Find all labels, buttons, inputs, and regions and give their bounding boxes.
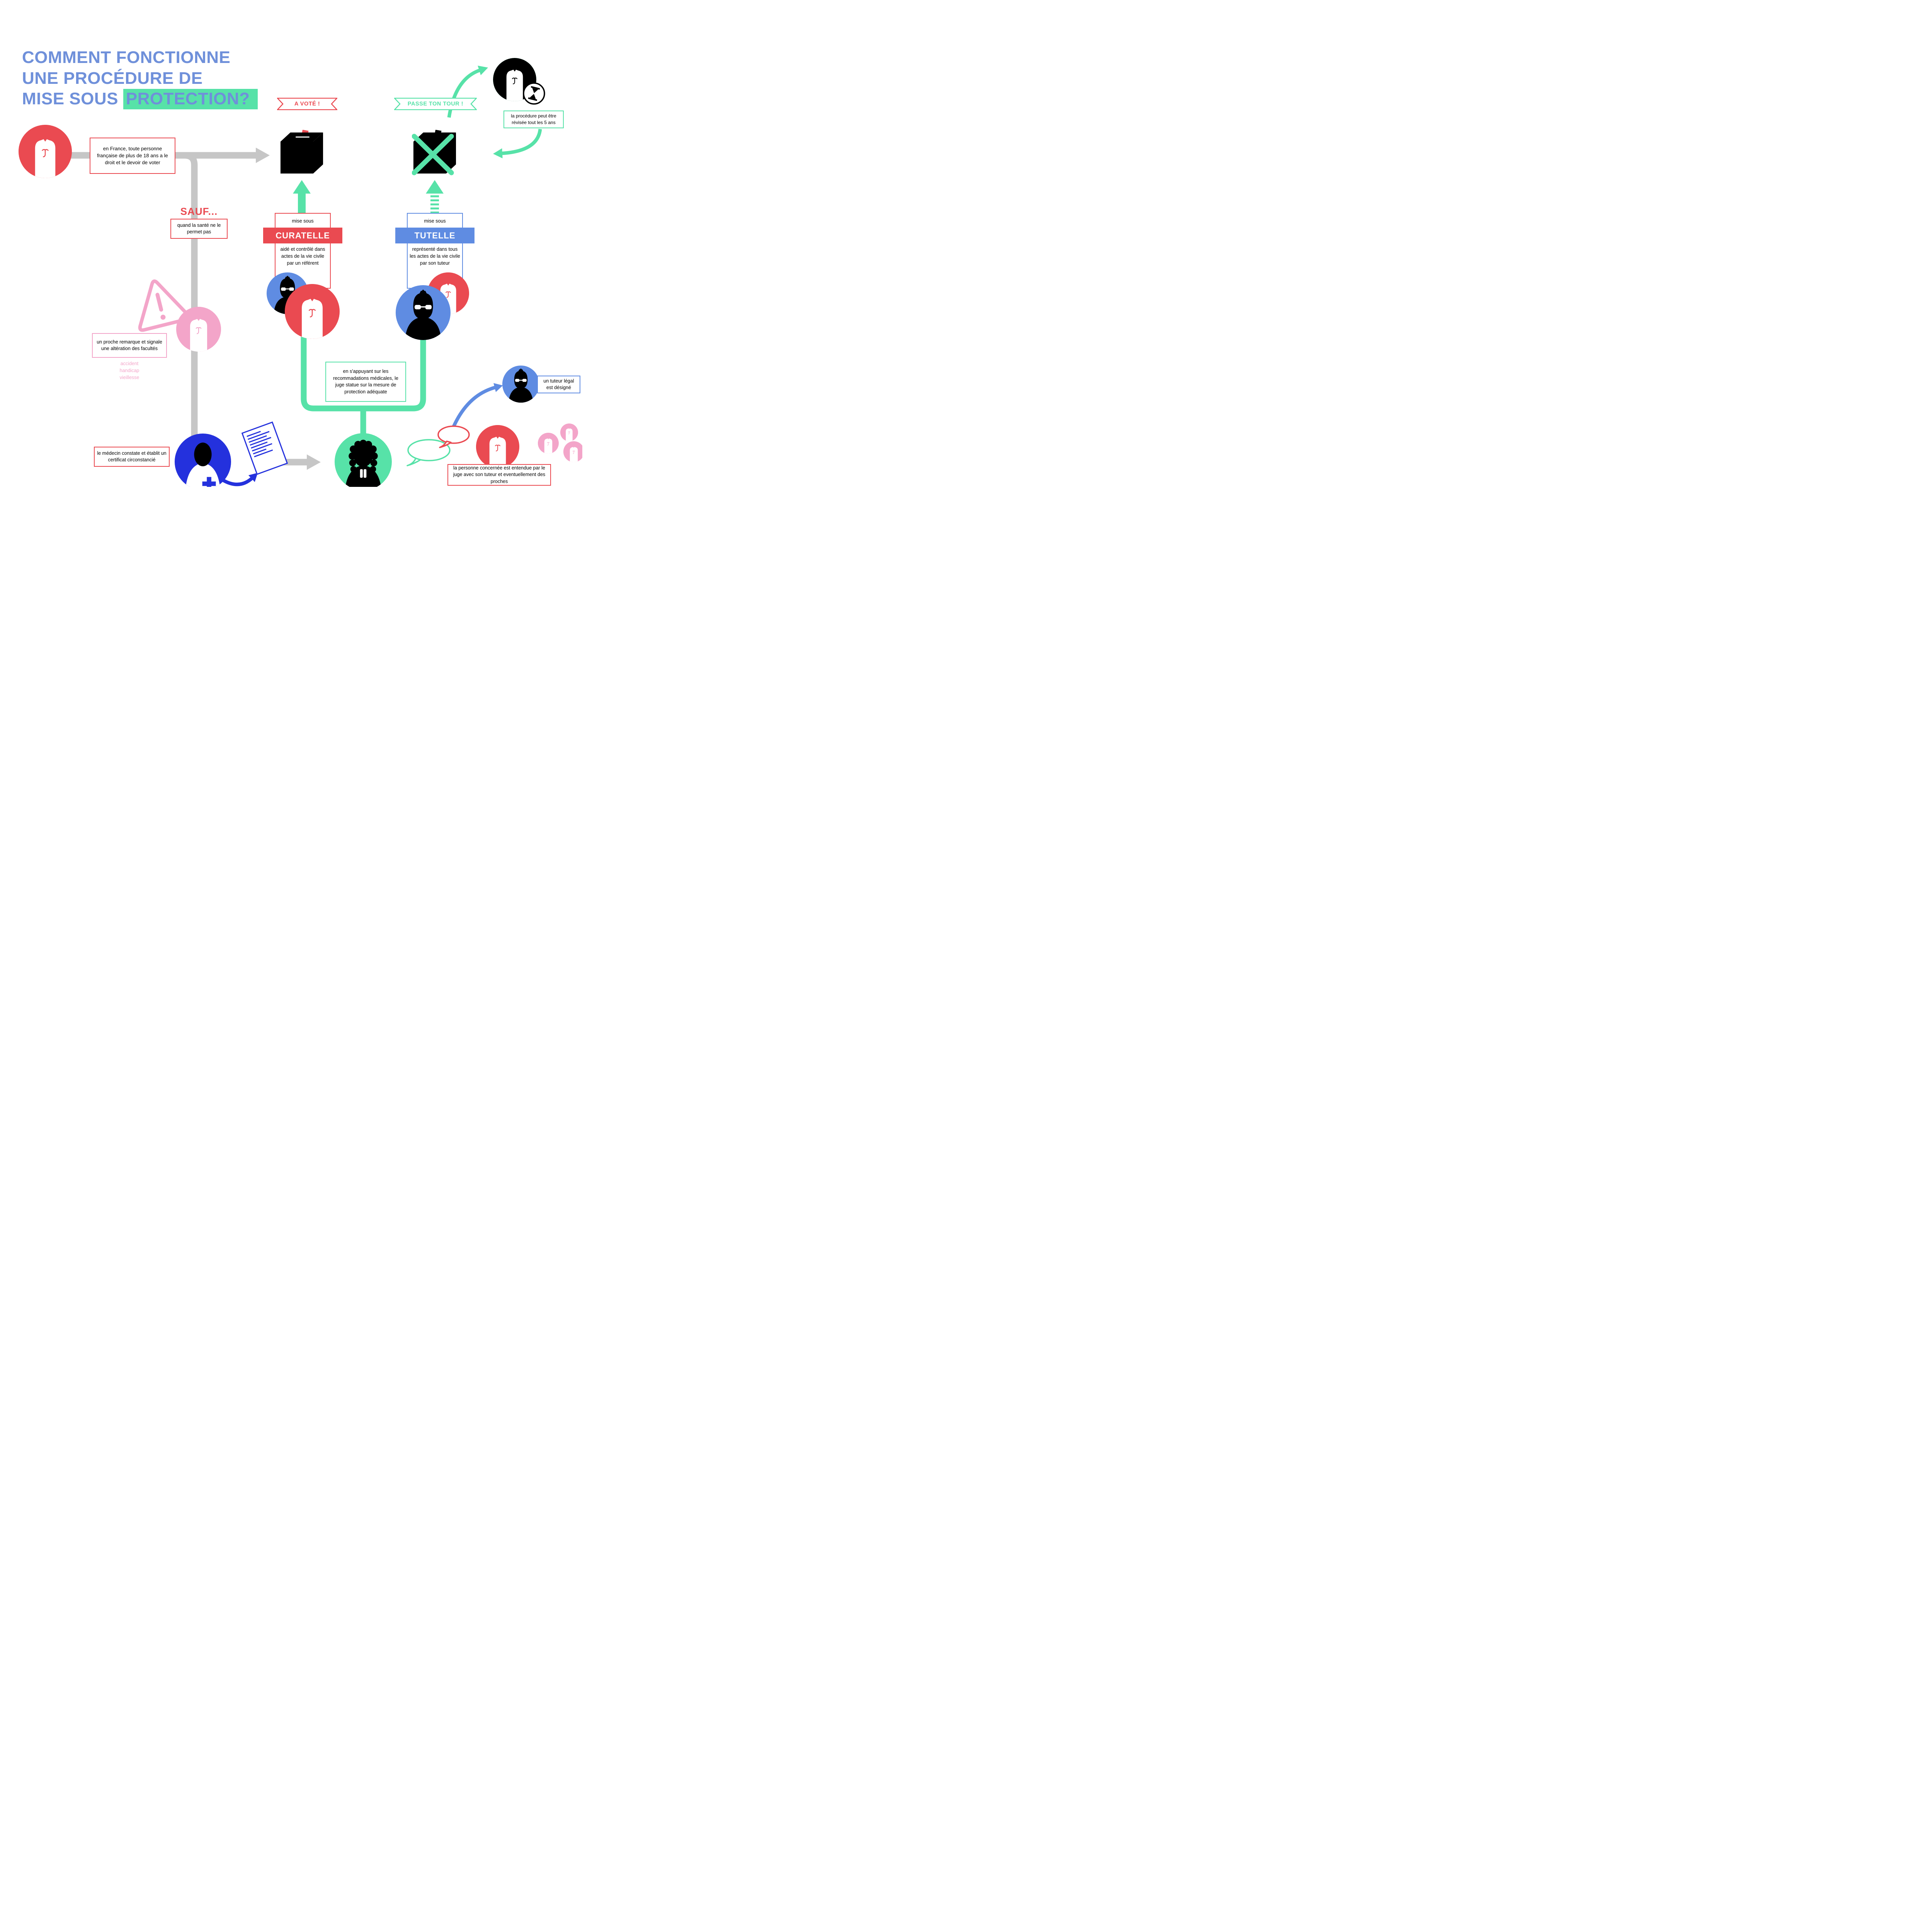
doctor-avatar <box>175 434 231 487</box>
relative-mini-avatar-1 <box>538 433 559 454</box>
a-vote-banner: A VOTÉ ! <box>277 98 337 110</box>
relative-avatar <box>176 307 221 352</box>
doctor-note: le médecin constate et établit un certif… <box>94 447 170 467</box>
sauf-note: quand la santé ne le permet pas <box>170 219 228 239</box>
infographic-canvas: COMMENT FONCTIONNE UNE PROCÉDURE DE MISE… <box>0 0 582 487</box>
title-line-1: COMMENT FONCTIONNE <box>22 48 231 67</box>
tutelle-mise-sous: mise sous <box>424 218 446 224</box>
hourglass-icon <box>523 82 545 105</box>
cause-accident: accident <box>120 361 139 366</box>
citizen-avatar <box>19 125 72 178</box>
hearing-note: la personne concernée est entendue par l… <box>447 464 551 486</box>
tutelle-up-arrowhead <box>426 180 444 194</box>
cause-vieillesse: vieillesse <box>119 375 139 381</box>
revision-arrow-down <box>493 129 542 158</box>
page-title: COMMENT FONCTIONNE UNE PROCÉDURE DE MISE… <box>22 47 258 110</box>
cross-x-icon <box>412 134 454 175</box>
legal-tutor-avatar <box>502 366 539 403</box>
ballot-box-crossed-icon <box>412 130 456 175</box>
tutelle-banner: TUTELLE <box>395 228 474 243</box>
relative-mini-avatar-3 <box>563 441 582 462</box>
revision-note: la procédure peut être révisée tout les … <box>503 111 564 128</box>
speech-bubble-red-icon <box>437 425 470 448</box>
tutelle-description: représenté dans tous les actes de la vie… <box>410 247 460 266</box>
curatelle-up-arrowhead <box>293 180 311 194</box>
heard-person-avatar <box>476 425 519 468</box>
ribbon-shape <box>277 98 337 110</box>
title-line-2: UNE PROCÉDURE DE <box>22 68 203 88</box>
tutor-designation-arrow <box>449 383 503 433</box>
relative-note: un proche remarque et signale une altéra… <box>92 333 167 358</box>
gray-flow-branch-down <box>182 152 198 466</box>
revision-arrow-up <box>447 65 488 118</box>
flow-connectors <box>58 65 542 486</box>
curatelle-up-arrow-stem <box>298 193 306 218</box>
curatelle-description: aidé et contrôlé dans actes de la vie ci… <box>280 247 325 266</box>
relative-mini-avatar-2 <box>560 423 578 441</box>
curatelle-protected-avatar <box>285 284 340 339</box>
ballot-box-icon <box>280 130 323 174</box>
title-highlight: PROTECTION? <box>123 89 258 110</box>
sauf-label: SAUF... <box>180 206 218 217</box>
curatelle-banner: CURATELLE <box>263 228 342 243</box>
ribbon-shape <box>394 98 477 110</box>
hourglass-badge <box>522 82 546 105</box>
tutelle-tutor-avatar <box>396 285 451 340</box>
passe-ton-tour-banner: PASSE TON TOUR ! <box>394 98 477 110</box>
doctor-to-certificate-arrow <box>221 473 258 486</box>
title-line-3: MISE SOUS PROTECTION? <box>22 88 258 110</box>
curatelle-mise-sous: mise sous <box>292 218 314 224</box>
vote-right-note: en France, toute personne française de p… <box>90 138 175 174</box>
speech-bubble-green-icon <box>406 439 451 466</box>
cause-handicap: handicap <box>119 368 139 374</box>
legal-tutor-note: un tuteur légal est désigné <box>537 376 580 393</box>
alteration-causes: accident handicap vieillesse <box>92 360 167 381</box>
judge-avatar <box>335 433 392 487</box>
judge-decision-note: en s'appuyant sur les recommadations méd… <box>325 362 406 402</box>
